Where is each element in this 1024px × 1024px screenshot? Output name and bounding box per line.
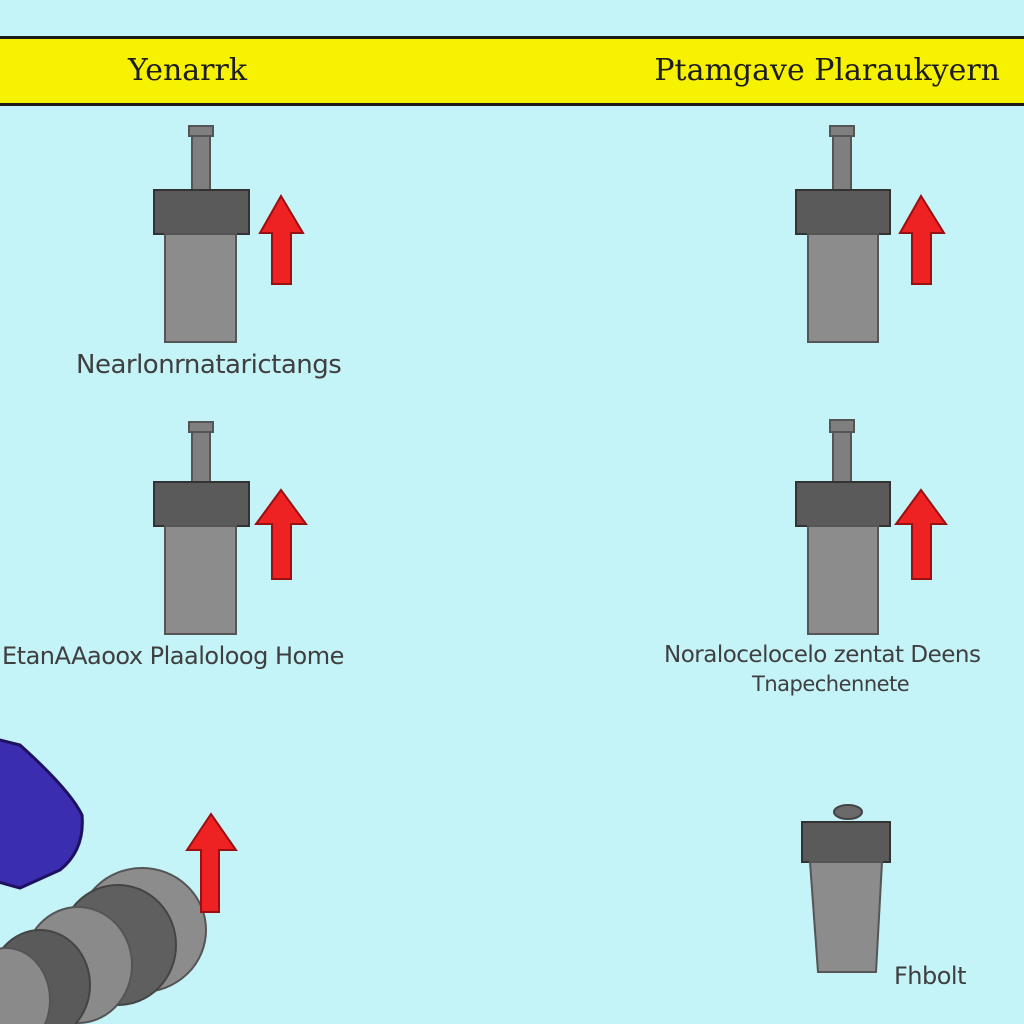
cylinder-cap (795, 189, 891, 235)
cup-lid (801, 821, 891, 863)
cylinder-rod-tip (829, 125, 855, 137)
blue-tube (0, 738, 84, 890)
arrow-up (254, 488, 308, 580)
cylinder-cap (153, 481, 250, 527)
label-middle-left: EtanAAaoox Plaaloloog Home (2, 642, 344, 670)
roller-face (0, 947, 51, 1024)
cylinder-body (164, 525, 237, 635)
cylinder-cap (153, 189, 250, 235)
label-middle-right-line1: Noralocelocelo zentat Deens (664, 642, 981, 668)
arrow-up (898, 194, 946, 285)
banner-right-title: Ptamgave Plaraukyern (654, 53, 1000, 88)
banner-left-title: Yenarrk (128, 53, 248, 88)
cylinder-top-right (795, 125, 891, 343)
cylinder-middle-right (795, 419, 891, 635)
cup-body (808, 861, 884, 973)
cylinder-rod-tip (188, 125, 214, 137)
roller-assembly (0, 867, 207, 1024)
cylinder-rod-tip (829, 419, 855, 433)
cylinder-body (807, 525, 879, 635)
label-bottom-right: Fhbolt (894, 962, 967, 990)
cylinder-body (164, 233, 237, 343)
cylinder-top-left (153, 125, 250, 343)
arrow-up (258, 194, 305, 285)
cylinder-middle-left (153, 421, 250, 635)
cylinder-rod (832, 127, 852, 191)
cylinder-cap (795, 481, 891, 527)
cylinder-rod (191, 127, 211, 191)
cylinder-rod-tip (188, 421, 214, 433)
arrow-up (185, 812, 238, 913)
arrow-up (894, 488, 948, 580)
cup-container (801, 804, 891, 973)
cylinder-body (807, 233, 879, 343)
label-middle-right-line2: Tnapechennete (752, 672, 910, 696)
label-top-left: Nearlonrnatarictangs (76, 350, 342, 380)
cup-knob (833, 804, 863, 820)
title-banner: Yenarrk Ptamgave Plaraukyern (0, 36, 1024, 106)
